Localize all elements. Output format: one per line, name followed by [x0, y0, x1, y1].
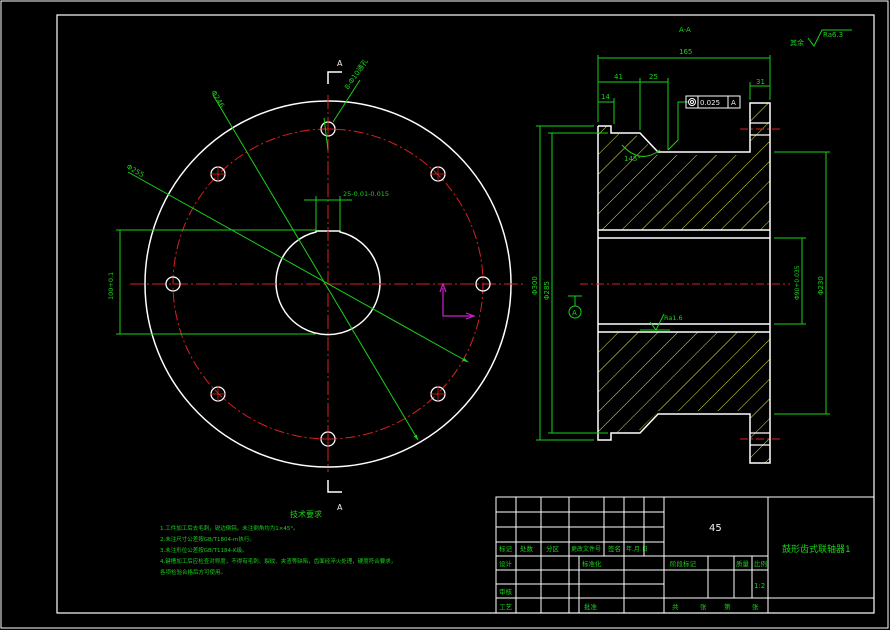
section-label-bottom: A [337, 503, 343, 512]
tb-zhang: 张 [700, 602, 707, 611]
tb-pizhun: 批准 [584, 602, 598, 611]
bolt-hole [165, 276, 181, 292]
dim-14: 14 [601, 93, 610, 101]
dim-dia-300: Φ300 [531, 276, 539, 295]
tb-sheji: 设计 [499, 559, 513, 568]
dim-dia-bore: Φ90+0.035 [794, 265, 801, 300]
dim-25: 25 [649, 73, 658, 81]
tb-stage: 阶段标记 [670, 559, 697, 568]
tb-biaozhunhua: 标准化 [582, 559, 602, 568]
tb-weight: 质量 [736, 559, 750, 568]
material: 45 [709, 523, 722, 534]
note-2: 2.未注尺寸公差按GB/T1804-m执行。 [160, 535, 255, 543]
note-1: 1.工件加工后去毛刺，锐边倒钝。未注倒角均为1×45°。 [160, 524, 299, 532]
note-5: 各项检验合格后方可使用。 [160, 568, 226, 576]
tb-di: 第 [724, 602, 731, 611]
front-view: A A Φ246 Φ255 8-Φ10通孔 25-0.01-0.015 100+… [107, 57, 525, 512]
dim-41: 41 [614, 73, 623, 81]
drawing-frame [56, 14, 875, 614]
tb-ymd: 年.月.日 [626, 545, 648, 553]
note-3: 3.未注形位公差按GB/T1184-K级。 [160, 546, 248, 554]
section-label-top: A [337, 59, 343, 68]
title-block-text: 45 鼓形齿式联轴器1 标记 处数 分区 更改文件号 签名 年.月.日 设计 标… [499, 523, 851, 611]
dim-angle: 145° [624, 155, 641, 163]
note-4: 4.键槽加工后应检查对称度，不得有毛刺、裂纹、夹渣等缺陷，齿面经淬火处理，硬度符… [160, 557, 396, 565]
roughness-bore: Ra1.6 [664, 314, 683, 322]
concentricity-frame [685, 95, 741, 109]
title-block [495, 496, 875, 614]
tb-shenhe: 审核 [499, 587, 513, 596]
tb-zhang2: 张 [752, 602, 759, 611]
section-title: A-A [679, 26, 691, 34]
dim-dia-285: Φ285 [543, 281, 551, 300]
tech-notes: 技术要求 1.工件加工后去毛刺，锐边倒钝。未注倒角均为1×45°。 2.未注尺寸… [160, 509, 396, 576]
roughness-general: Ra6.3 [823, 31, 843, 39]
dim-pcd: Φ246 [209, 89, 226, 110]
ucs-icon [439, 282, 476, 320]
roughness-note: 其余 [790, 38, 804, 47]
concentricity-datum: A [731, 99, 736, 107]
section-view: A-A 165 41 25 31 14 145° 0.025 A Φ300 Φ2… [531, 26, 852, 464]
dim-dia-230: Φ230 [817, 276, 825, 295]
tb-scale-label: 比例 [754, 559, 767, 568]
tb-chushu: 处数 [520, 544, 534, 553]
concentricity-tolerance: 0.025 [700, 99, 720, 107]
roughness-symbol [649, 313, 665, 331]
notes-title: 技术要求 [290, 509, 322, 519]
tb-scale: 1:2 [754, 582, 765, 590]
dim-31: 31 [756, 78, 765, 86]
bore-with-keyway [275, 230, 381, 336]
dim-outer-front: Φ255 [125, 163, 145, 179]
dim-keyway-depth: 100+0.1 [107, 272, 115, 300]
tb-biaoji: 标记 [499, 544, 513, 553]
datum-label: A [572, 309, 577, 317]
bolt-hole [475, 276, 491, 292]
tb-qianming: 签名 [608, 544, 621, 553]
tb-gengai: 更改文件号 [571, 545, 601, 553]
tb-gongyi: 工艺 [499, 603, 513, 611]
datum-a [568, 295, 582, 319]
dim-keyway-width: 25-0.01-0.015 [343, 190, 389, 198]
tb-gong: 共 [672, 602, 679, 611]
tb-fenqu: 分区 [546, 544, 560, 553]
dim-length-total: 165 [679, 48, 692, 56]
part-name: 鼓形齿式联轴器1 [782, 543, 851, 555]
